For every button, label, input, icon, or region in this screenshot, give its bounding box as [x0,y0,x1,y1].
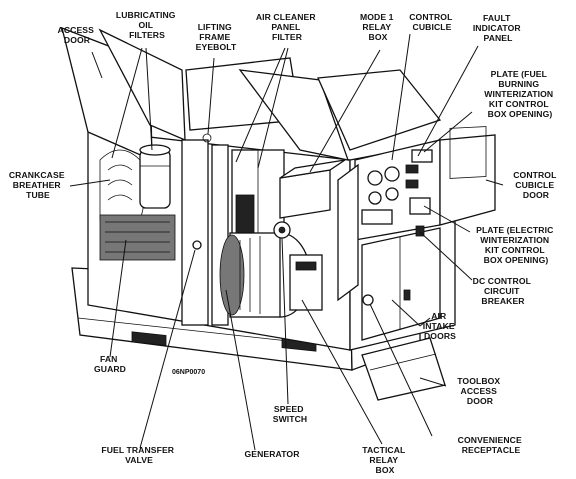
frame-post-left [181,139,209,326]
label-crankcase-breather-tube: CRANKCASE BREATHER TUBE [9,170,67,200]
label-fault-indicator-panel: FAULT INDICATOR PANEL [473,13,523,43]
label-plate-electric: PLATE (ELECTRIC WINTERIZATION KIT CONTRO… [476,225,556,265]
callout-labels: ACCESS DOOR LUBRICATING OIL FILTERS LIFT… [9,10,559,475]
label-control-cubicle: CONTROL CUBICLE [409,12,455,32]
label-air-intake-doors: AIR INTAKE DOORS [423,311,457,341]
label-fuel-transfer-valve: FUEL TRANSFER VALVE [101,445,176,465]
generator-set-illustration: 06NP0070 [61,26,496,401]
label-lubricating-oil-filters: LUBRICATING OIL FILTERS [116,10,178,40]
figure-code: 06NP0070 [172,369,205,376]
label-control-cubicle-door: CONTROL CUBICLE DOOR [513,170,559,200]
label-air-cleaner-panel-filter: AIR CLEANER PANEL FILTER [256,12,318,42]
cubicle-side-door [337,163,359,302]
label-mode-1-relay-box: MODE 1 RELAY BOX [360,12,396,42]
top-panel-right [238,69,349,161]
toolbox-access-door [361,337,446,401]
label-generator: GENERATOR [244,449,300,459]
label-tactical-relay-box: TACTICAL RELAY BOX [362,445,407,475]
convenience-receptacle [362,294,374,306]
label-lifting-frame-eyebolt: LIFTING FRAME EYEBOLT [196,22,237,52]
fuel-transfer-valve [192,240,202,250]
label-access-door: ACCESS DOOR [58,25,97,45]
plate-fuel-burning-winterization [411,149,433,163]
label-speed-switch: SPEED SWITCH [273,404,308,424]
leader-lines [69,33,504,451]
air-intake-doors [361,227,441,341]
dc-control-circuit-breaker [415,225,425,237]
lubricating-oil-filter [139,149,171,209]
label-dc-control-circuit-breaker: DC CONTROL CIRCUIT BREAKER [473,276,534,306]
fan-guard [99,214,176,261]
lifting-frame-eyebolt [202,133,212,143]
label-fan-guard: FAN GUARD [94,354,126,374]
top-panel-far [317,69,442,151]
control-cubicle-door [439,134,496,226]
label-toolbox-access-door: TOOLBOX ACCESS DOOR [457,376,503,406]
label-plate-fuel-burning: PLATE (FUEL BURNING WINTERIZATION KIT CO… [484,69,555,119]
plate-electric-winterization [409,197,431,215]
label-convenience-receptacle: CONVENIENCE RECEPTACLE [458,435,525,455]
skid-slot-left [131,331,167,346]
